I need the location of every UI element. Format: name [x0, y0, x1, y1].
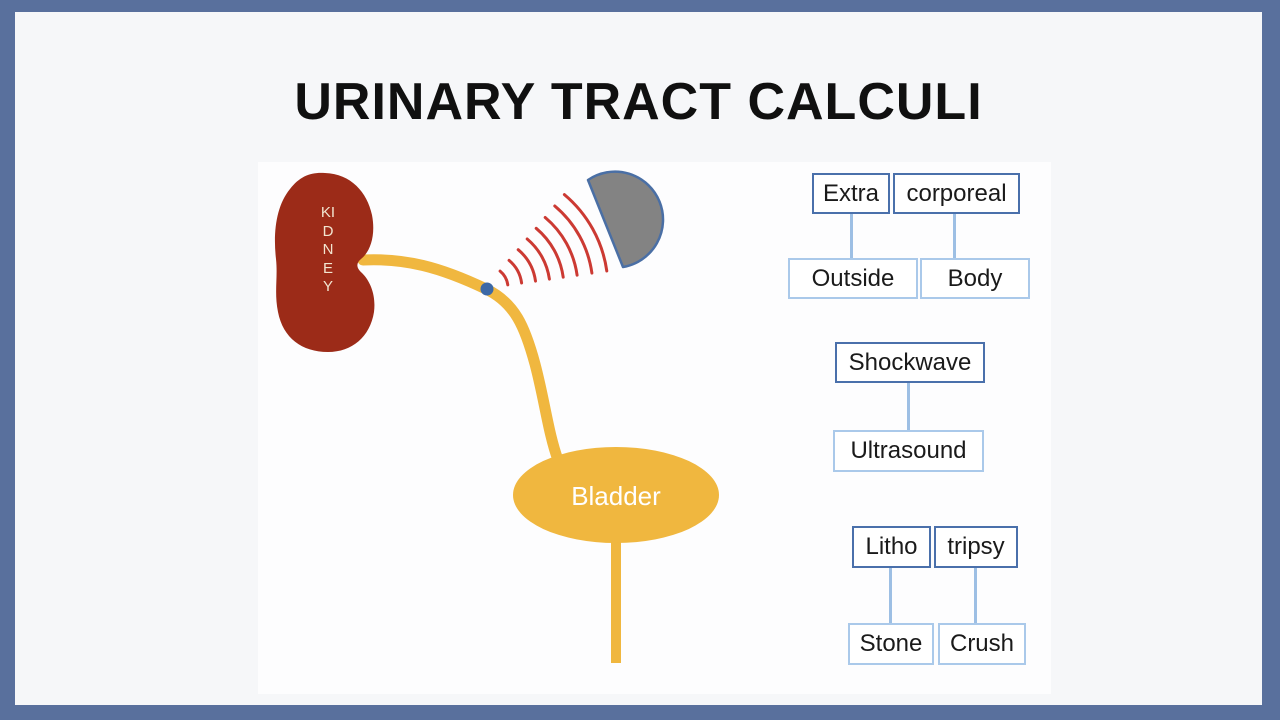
shockwave-arc — [534, 226, 565, 279]
shockwave-arc — [562, 193, 609, 273]
shockwave-arc — [543, 216, 579, 277]
connector-line — [850, 214, 853, 258]
shockwave-arc — [498, 269, 510, 287]
meaning-box-stone: Stone — [848, 623, 934, 665]
illustration-panel: KIDNEY Bladder Extra corporeal Outside B… — [258, 162, 1051, 694]
kidney-shape — [274, 172, 375, 352]
connector-line — [907, 383, 910, 430]
shockwave-arc — [553, 204, 594, 275]
page-title: URINARY TRACT CALCULI — [294, 73, 983, 131]
shockwave-arc — [507, 258, 524, 285]
bladder-shape — [513, 447, 719, 543]
word-part-box-tripsy: tripsy — [934, 526, 1018, 568]
meaning-box-outside: Outside — [788, 258, 918, 299]
lithotripter-device-icon — [586, 170, 665, 269]
word-part-box-shockwave: Shockwave — [835, 342, 985, 383]
shockwave-arc — [525, 237, 551, 281]
word-part-box-litho: Litho — [852, 526, 931, 568]
kidney-stone-dot — [480, 282, 494, 296]
word-part-box-extra: Extra — [812, 173, 890, 214]
connector-line — [953, 214, 956, 258]
connector-line — [889, 568, 892, 623]
shockwave-arc — [516, 248, 537, 283]
shockwave-arcs — [498, 193, 609, 287]
kidney-label: KIDNEY — [320, 204, 336, 295]
meaning-box-crush: Crush — [938, 623, 1026, 665]
bladder-label: Bladder — [571, 481, 661, 511]
urinary-tract-illustration — [274, 170, 719, 663]
meaning-box-body: Body — [920, 258, 1030, 299]
meaning-box-ultrasound: Ultrasound — [833, 430, 984, 472]
connector-line — [974, 568, 977, 623]
ureter-path — [357, 254, 564, 466]
word-part-box-corporeal: corporeal — [893, 173, 1020, 214]
